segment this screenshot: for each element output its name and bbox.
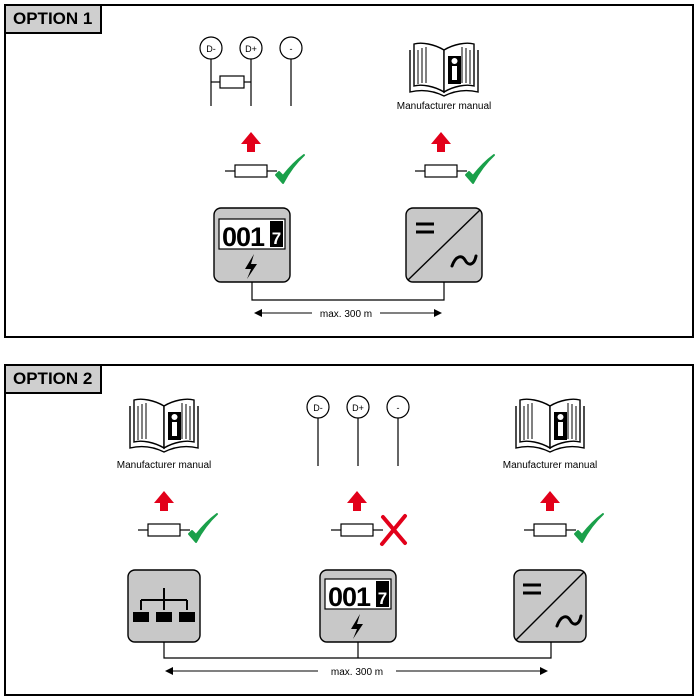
terminal-label: D- <box>206 44 216 54</box>
option2-inverter-termination <box>524 491 604 543</box>
checkmark-icon <box>188 513 218 543</box>
terminal-label: D+ <box>352 403 364 413</box>
option1-panel: OPTION 1 <box>4 4 694 338</box>
up-arrow-icon <box>431 132 451 152</box>
option2-manual-left-label: Manufacturer manual <box>117 460 212 471</box>
option2-terminal-dminus: D- <box>306 395 330 466</box>
option1-manual-label: Manufacturer manual <box>397 101 492 112</box>
option1-inverter-termination <box>415 132 495 184</box>
option2-manual-left-book-icon <box>129 398 199 453</box>
option1-terminal-minus: - <box>279 36 303 106</box>
option2-hub-termination <box>138 491 218 543</box>
terminal-label: - <box>397 403 400 413</box>
option1-meter-termination <box>225 132 305 184</box>
option2-network-hub-icon <box>127 569 201 643</box>
option2-title: OPTION 2 <box>6 366 103 394</box>
meter-digits: 001 <box>328 582 371 612</box>
terminal-label: - <box>290 44 293 54</box>
option2-inverter-icon <box>513 569 587 643</box>
option1-bridge-resistor-icon <box>211 75 251 89</box>
option2-energy-meter-icon: 001 7 <box>319 569 397 643</box>
cross-icon <box>380 514 407 546</box>
checkmark-icon <box>275 154 305 184</box>
option1-manual-book-icon <box>409 42 479 97</box>
terminal-label: D- <box>313 403 323 413</box>
up-arrow-icon <box>347 491 367 511</box>
option1-title: OPTION 1 <box>6 6 103 34</box>
option1-terminal-dplus: D+ <box>239 36 263 106</box>
option1-energy-meter-icon: 001 7 <box>213 207 291 283</box>
option1-distance-label: max. 300 m <box>320 309 372 320</box>
option2-terminal-minus: - <box>386 395 410 466</box>
lightning-icon <box>245 254 257 279</box>
option2-distance-label: max. 300 m <box>331 667 383 678</box>
up-arrow-icon <box>154 491 174 511</box>
up-arrow-icon <box>241 132 261 152</box>
option1-inverter-icon <box>405 207 483 283</box>
option1-terminal-dminus: D- <box>199 36 223 106</box>
meter-last-digit: 7 <box>378 589 387 608</box>
option2-manual-right-label: Manufacturer manual <box>503 460 598 471</box>
up-arrow-icon <box>540 491 560 511</box>
meter-last-digit: 7 <box>272 229 281 248</box>
terminal-label: D+ <box>245 44 257 54</box>
option1-bus-cable <box>251 282 445 301</box>
option2-terminal-dplus: D+ <box>346 395 370 466</box>
meter-digits: 001 <box>222 222 265 252</box>
lightning-icon <box>351 614 363 639</box>
checkmark-icon <box>465 154 495 184</box>
option2-manual-right-book-icon <box>515 398 585 453</box>
option2-meter-termination <box>331 491 407 546</box>
checkmark-icon <box>574 513 604 543</box>
